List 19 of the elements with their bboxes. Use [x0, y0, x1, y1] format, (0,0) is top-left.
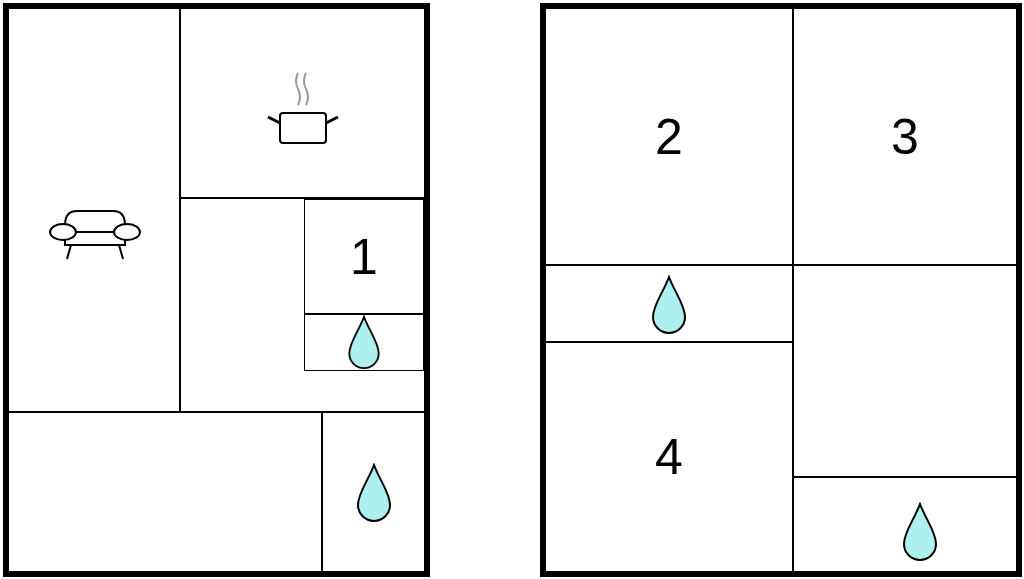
room: [793, 265, 1017, 477]
floor-plan-outline: [3, 3, 430, 577]
room: [180, 8, 425, 198]
room: [545, 342, 793, 572]
room: [8, 412, 322, 572]
room-number: 3: [891, 111, 919, 162]
room-number: 1: [350, 231, 378, 282]
room: [322, 412, 425, 572]
floor-plan-outline: [540, 3, 1022, 577]
room-number: 4: [655, 432, 683, 482]
room: [545, 8, 793, 265]
room: [545, 265, 793, 342]
room: [304, 314, 424, 371]
room: [8, 8, 180, 412]
room: [793, 477, 1017, 572]
room: [304, 199, 424, 314]
room-number: 2: [655, 111, 683, 162]
room: [180, 198, 425, 412]
room: [793, 8, 1017, 265]
